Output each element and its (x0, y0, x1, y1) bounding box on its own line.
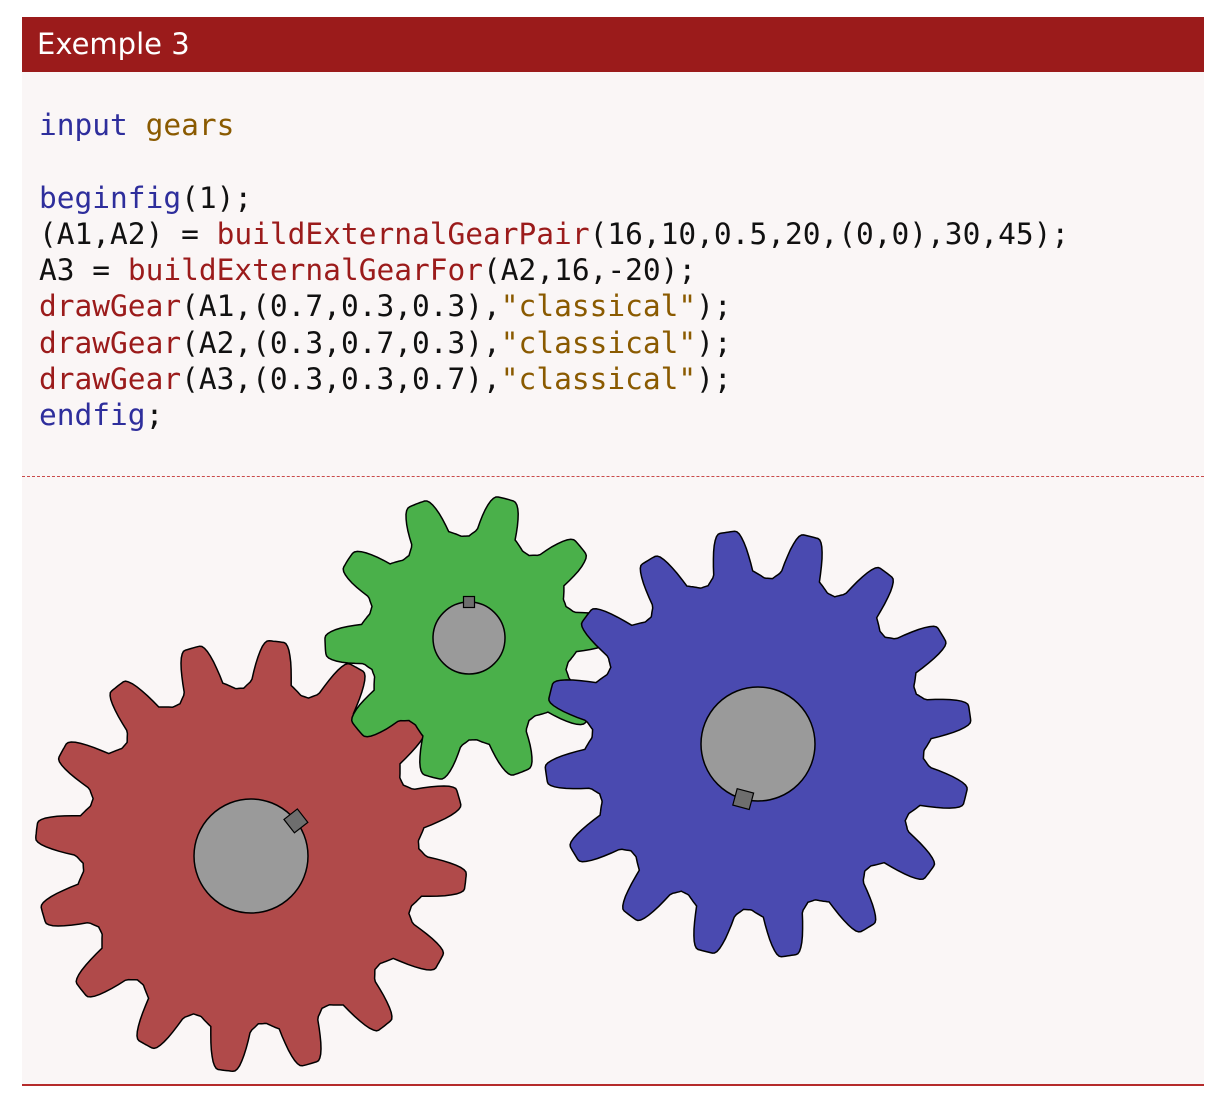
code-token: (A1,A2) = (39, 216, 217, 251)
code-token: "classical" (500, 362, 697, 397)
code-line: endfig; (39, 397, 1069, 433)
code-token: drawGear (39, 362, 182, 397)
code-token: "classical" (500, 289, 697, 324)
code-line: drawGear(A1,(0.7,0.3,0.3),"classical"); (39, 288, 1069, 324)
gear-bore (193, 798, 309, 914)
gear-keyway (283, 808, 309, 834)
code-line: (A1,A2) = buildExternalGearPair(16,10,0.… (39, 216, 1069, 252)
code-line: A3 = buildExternalGearFor(A2,16,-20); (39, 252, 1069, 288)
dashed-separator (22, 476, 1204, 477)
gear-keyway (732, 787, 755, 811)
code-token: buildExternalGearFor (127, 253, 484, 288)
code-token: (1); (181, 180, 253, 215)
code-token: ); (696, 289, 732, 324)
gear-a2 (324, 496, 614, 780)
code-token: (A3,(0.3,0.3,0.7), (181, 362, 501, 397)
code-token: endfig (39, 398, 146, 433)
code-token: A3 = (39, 253, 128, 288)
example-title: Exemple 3 (22, 17, 1204, 72)
gear-bore (432, 601, 506, 675)
code-listing: input gears beginfig(1);(A1,A2) = buildEx… (39, 107, 1069, 434)
code-line: input gears (39, 107, 1069, 143)
code-token: buildExternalGearPair (216, 216, 590, 251)
code-line: drawGear(A3,(0.3,0.3,0.7),"classical"); (39, 361, 1069, 397)
code-line: beginfig(1); (39, 180, 1069, 216)
code-token: "classical" (500, 325, 697, 360)
code-token: (A2,16,-20); (483, 253, 697, 288)
code-token: drawGear (39, 325, 182, 360)
code-token: ); (696, 325, 732, 360)
code-token: (16,10,0.5,20,(0,0),30,45); (589, 216, 1070, 251)
code-token: ); (696, 362, 732, 397)
gear-a3 (544, 530, 972, 958)
code-token: ; (145, 398, 164, 433)
code-token: (A2,(0.3,0.7,0.3), (181, 325, 501, 360)
gear-a1 (35, 640, 467, 1072)
code-token: beginfig (39, 180, 182, 215)
code-token: gears (145, 108, 235, 142)
code-token: drawGear (39, 289, 182, 324)
code-line: drawGear(A2,(0.3,0.7,0.3),"classical"); (39, 325, 1069, 361)
gear-keyway (462, 595, 476, 609)
code-token: input (39, 108, 128, 142)
gear-bore (700, 686, 816, 802)
code-token: (A1,(0.7,0.3,0.3), (181, 289, 501, 324)
